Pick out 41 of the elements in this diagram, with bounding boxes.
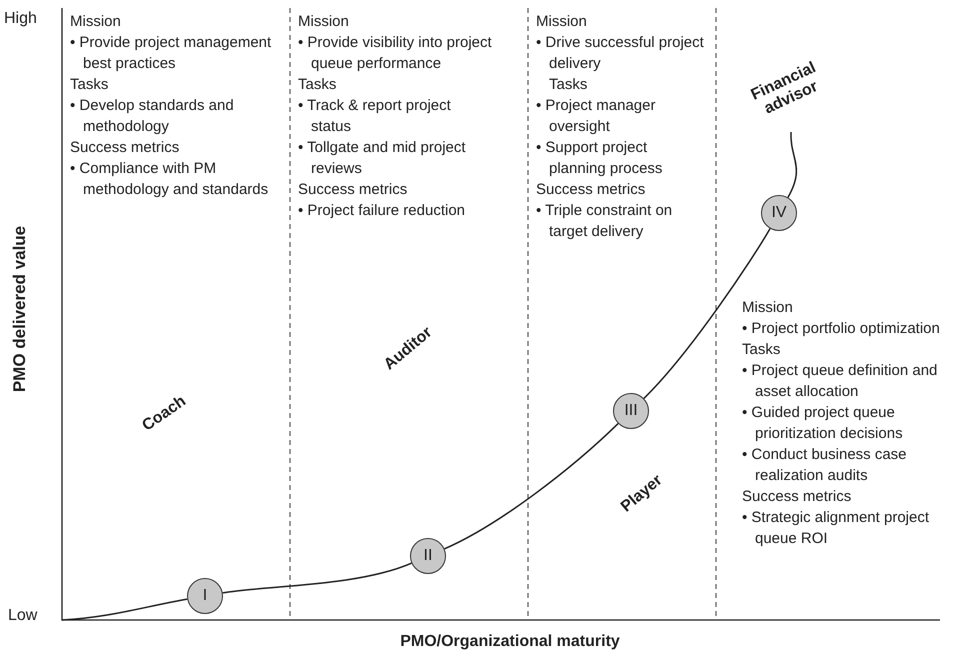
bullet-item: • Strategic alignment project queue ROI (742, 508, 930, 549)
stage-circle: I (187, 578, 223, 614)
bullet-item: • Drive successful project delivery (536, 33, 705, 74)
section-heading: Tasks (742, 340, 782, 360)
bullet-item: • Provide visibility into project queue performance (298, 33, 493, 74)
axis-tick-label: Low (8, 607, 38, 625)
axis-title: PMO/Organizational maturity (399, 633, 621, 651)
bullet-item: • Compliance with PM methodology and standards (70, 159, 270, 200)
bullet-item: • Guided project queue prioritization decisions (742, 403, 904, 444)
section-heading: Success metrics (536, 180, 646, 200)
section-heading: Tasks (548, 75, 588, 95)
section-heading: Tasks (70, 75, 110, 95)
bullet-item: • Conduct business case realization audits (742, 445, 908, 486)
axis-title: PMO delivered value (11, 224, 29, 394)
bullet-item: • Project portfolio optimization (742, 319, 941, 339)
bullet-item: • Tollgate and mid project reviews (298, 138, 467, 179)
bullet-item: • Provide project management best practices (70, 33, 272, 74)
growth-curve (787, 132, 798, 198)
growth-curve (643, 228, 771, 399)
section-heading: Tasks (298, 75, 338, 95)
section-heading: Success metrics (298, 180, 408, 200)
bullet-item: • Project manager oversight (536, 96, 656, 137)
section-heading: Success metrics (742, 487, 852, 507)
section-heading: Mission (536, 12, 588, 32)
bullet-item: • Develop standards and methodology (70, 96, 235, 137)
stage-circle: II (410, 538, 446, 574)
growth-curve (62, 598, 188, 621)
section-heading: Mission (298, 12, 350, 32)
bullet-item: • Support project planning process (536, 138, 664, 179)
section-heading: Mission (70, 12, 122, 32)
growth-curve (222, 562, 412, 594)
growth-curve (444, 423, 619, 550)
section-heading: Mission (742, 298, 794, 318)
section-heading: Success metrics (70, 138, 180, 158)
bullet-item: • Track & report project status (298, 96, 452, 137)
bullet-item: • Triple constraint on target delivery (536, 201, 674, 242)
stage-circle: III (613, 393, 649, 429)
bullet-item: • Project failure reduction (298, 201, 466, 221)
stage-circle: IV (761, 195, 797, 231)
axis-tick-label: High (4, 10, 37, 28)
bullet-item: • Project queue definition and asset allocation (742, 361, 938, 402)
